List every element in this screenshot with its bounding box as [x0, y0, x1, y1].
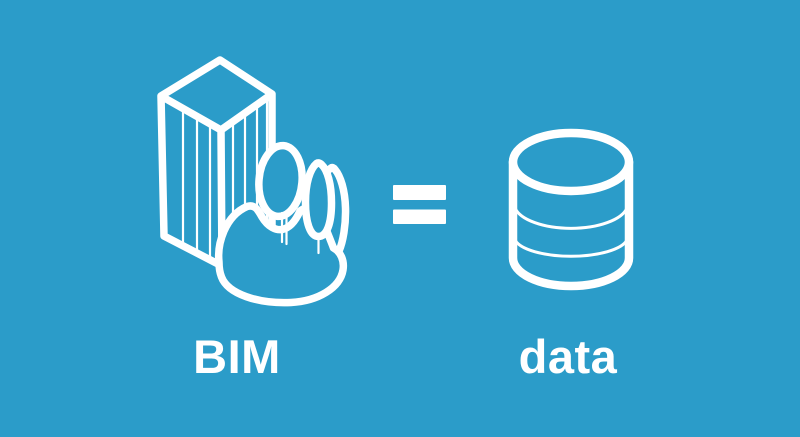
database-icon: [508, 128, 634, 291]
building-facade-lines-right: [231, 96, 269, 240]
building-facade-lines-front: [181, 107, 212, 261]
equals-bottom-bar: [393, 209, 446, 224]
tree-icon: [301, 159, 336, 255]
database-separator-arcs: [513, 206, 629, 258]
tree-leaf: [301, 159, 336, 241]
person-head: [255, 141, 306, 221]
equals-top-bar: [393, 185, 446, 200]
bim-label: BIM: [193, 330, 281, 383]
database-outline: [508, 157, 634, 291]
database-top-ellipse: [508, 128, 634, 196]
data-label: data: [518, 330, 618, 383]
person-overlap-lines: [280, 211, 288, 246]
building-outline: [157, 56, 276, 270]
equals-icon: [393, 185, 446, 224]
